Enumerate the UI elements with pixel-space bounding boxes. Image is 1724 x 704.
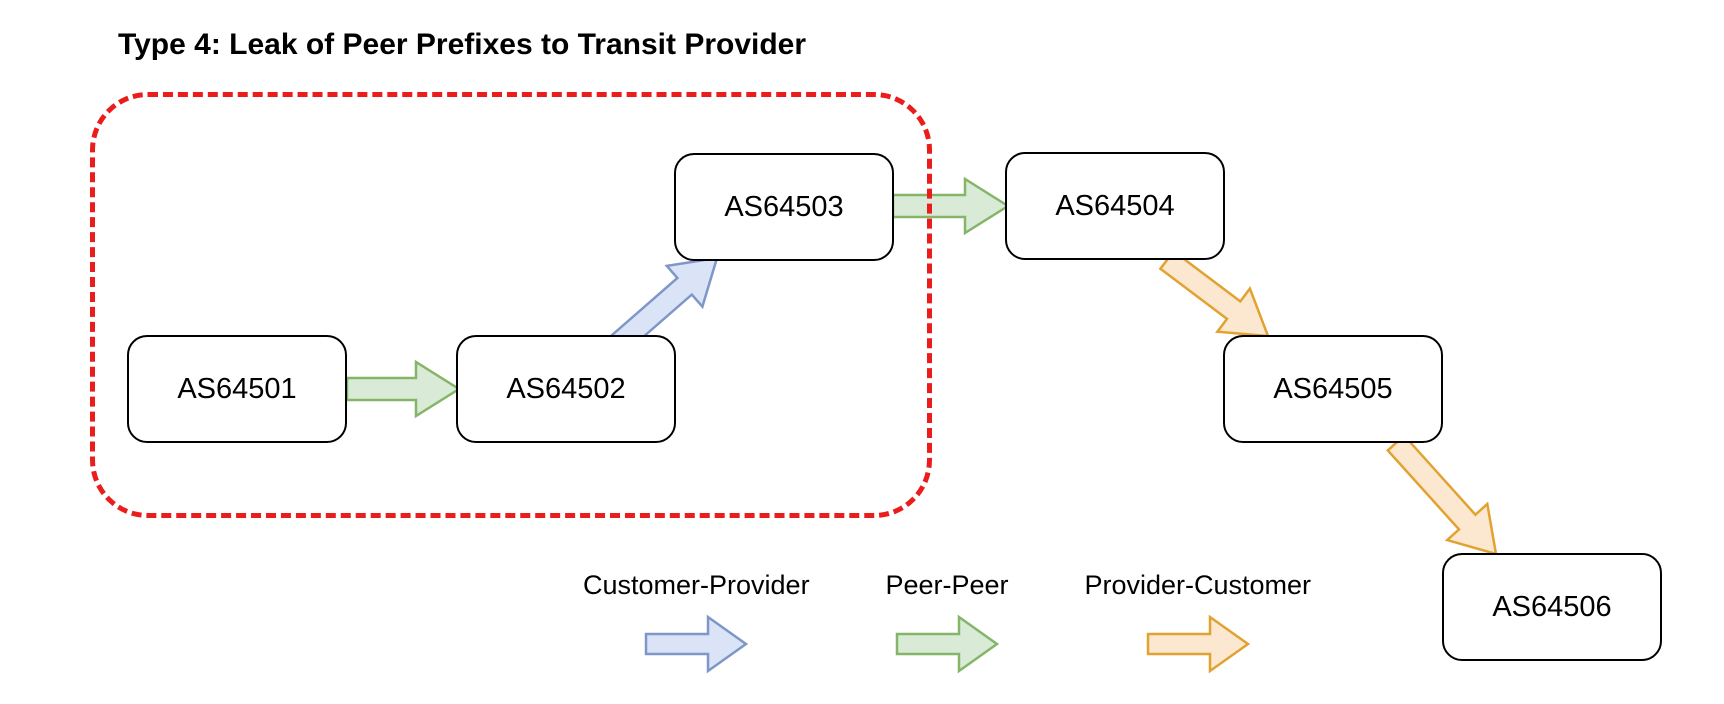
node-as64505: AS64505 bbox=[1223, 335, 1443, 443]
page-title: Type 4: Leak of Peer Prefixes to Transit… bbox=[118, 28, 807, 61]
node-as64502: AS64502 bbox=[456, 335, 676, 443]
node-as64503: AS64503 bbox=[674, 153, 894, 261]
node-label: AS64502 bbox=[506, 372, 626, 405]
arrow-as64501-as64502 bbox=[345, 359, 462, 419]
node-label: AS64504 bbox=[1055, 189, 1175, 222]
node-as64506: AS64506 bbox=[1442, 553, 1662, 661]
legend: Customer-Provider Peer-Peer Provider-Cus… bbox=[583, 570, 1311, 675]
node-label: AS64506 bbox=[1492, 590, 1612, 623]
legend-item-customer-provider: Customer-Provider bbox=[583, 570, 810, 675]
provider-customer-arrow-icon bbox=[1146, 614, 1250, 674]
node-as64504: AS64504 bbox=[1005, 152, 1225, 260]
arrow-as64505-as64506 bbox=[1386, 433, 1498, 556]
node-as64501: AS64501 bbox=[127, 335, 347, 443]
peer-peer-arrow-icon bbox=[895, 614, 1000, 674]
node-label: AS64505 bbox=[1273, 372, 1393, 405]
legend-item-provider-customer: Provider-Customer bbox=[1084, 570, 1311, 675]
legend-label: Provider-Customer bbox=[1084, 570, 1311, 600]
customer-provider-arrow-icon bbox=[645, 614, 749, 674]
legend-item-peer-peer: Peer-Peer bbox=[885, 570, 1009, 675]
arrow-as64502-as64503 bbox=[606, 256, 719, 358]
legend-label: Peer-Peer bbox=[885, 570, 1009, 600]
node-label: AS64503 bbox=[724, 190, 844, 223]
legend-label: Customer-Provider bbox=[583, 570, 810, 600]
node-label: AS64501 bbox=[177, 372, 297, 405]
arrow-as64503-as64504 bbox=[891, 176, 1011, 236]
arrow-as64504-as64505 bbox=[1158, 249, 1270, 338]
